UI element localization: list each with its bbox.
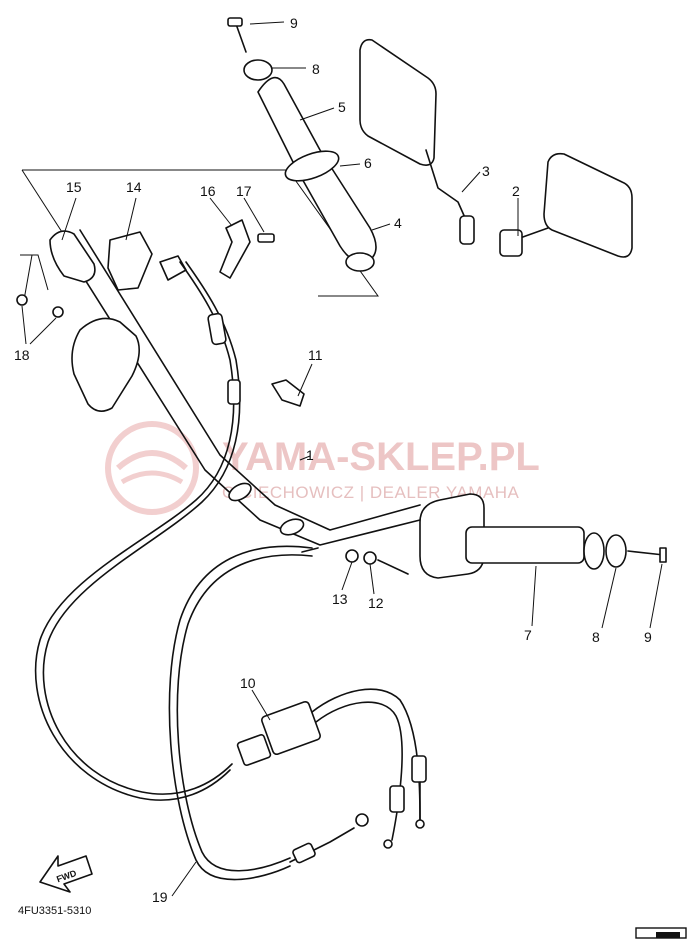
- throttle-housing-grip: [419, 493, 667, 579]
- watermark-title: YAMA-SKLEP.PL: [222, 435, 540, 479]
- handlebar-tube: [59, 229, 421, 546]
- leader-lines: [21, 21, 663, 897]
- cable-clamp: [271, 379, 305, 407]
- callout-6: 6: [364, 155, 372, 171]
- lever-bracket-parts: [16, 219, 275, 412]
- left-mirror: [359, 38, 475, 245]
- callout-9-top: 9: [290, 15, 298, 31]
- watermark-subtitle: CICIECHOWICZ | DEALER YAMAHA: [222, 483, 520, 502]
- left-grip-assembly: [227, 17, 377, 272]
- callout-17: 16: [200, 183, 216, 199]
- fwd-arrow-icon: FWD: [39, 855, 93, 893]
- callout-8-top: 8: [312, 61, 320, 77]
- throttle-cable-junction: [236, 688, 427, 864]
- callout-9-right: 9: [644, 629, 652, 645]
- callout-4: 4: [394, 215, 402, 231]
- callout-5: 5: [338, 99, 346, 115]
- callout-18: 17: [236, 183, 252, 199]
- callout-7: 7: [524, 627, 532, 643]
- callout-11: 11: [308, 347, 323, 363]
- watermark: YAMA-SKLEP.PL CICIECHOWICZ | DEALER YAMA…: [105, 421, 540, 515]
- throttle-cable-end-parts: [301, 547, 409, 575]
- callout-14: 12: [368, 595, 384, 611]
- callout-10: 10: [240, 675, 256, 691]
- callout-labels: 9 8 5 6 4 3 2 15 14 16 17 18 11 1 13 12 …: [14, 15, 652, 905]
- callout-3: 3: [482, 163, 490, 179]
- callout-15: 14: [126, 179, 142, 195]
- callout-2: 2: [512, 183, 520, 199]
- watermark-logo: [105, 421, 199, 515]
- callout-12: 19: [152, 889, 168, 905]
- callout-1: 1: [306, 447, 314, 463]
- diagram-code: 4FU3351-5310: [18, 905, 91, 917]
- callout-19: 18: [14, 347, 30, 363]
- cable-1: [34, 261, 241, 801]
- callout-13: 13: [332, 591, 348, 607]
- callout-8-right: 8: [592, 629, 600, 645]
- cable-12: [168, 545, 313, 881]
- corner-mark: [635, 927, 687, 939]
- right-mirror: [499, 152, 633, 258]
- callout-16: 15: [66, 179, 82, 195]
